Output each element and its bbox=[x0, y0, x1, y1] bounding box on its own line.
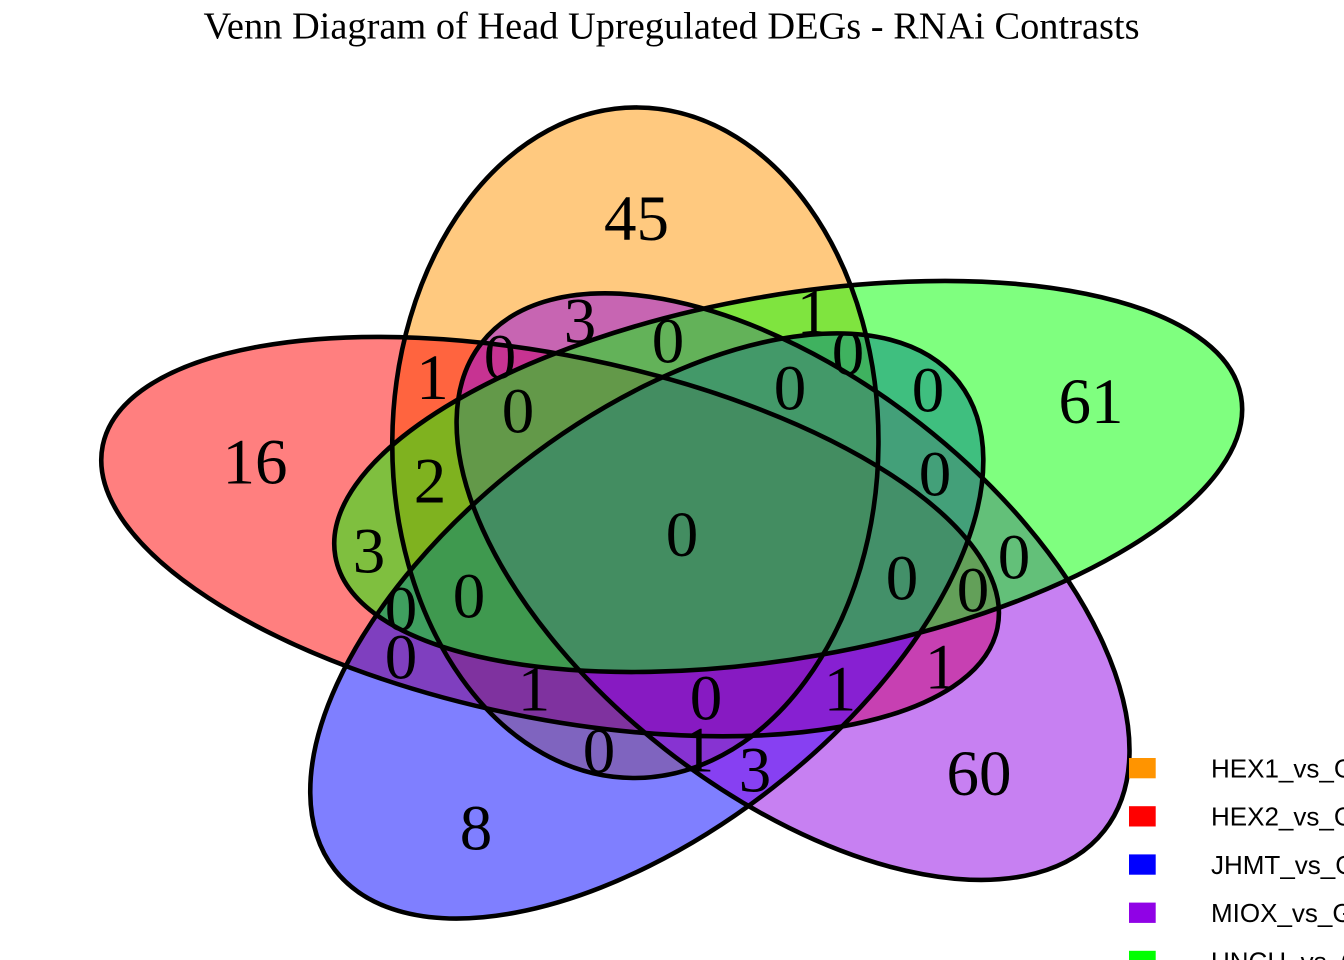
svg-text:1: 1 bbox=[925, 632, 958, 704]
svg-text:0: 0 bbox=[774, 353, 807, 425]
svg-text:1: 1 bbox=[797, 277, 830, 349]
svg-text:0: 0 bbox=[832, 318, 865, 390]
svg-text:HEX2_vs_GFP: HEX2_vs_GFP bbox=[1211, 802, 1344, 832]
svg-text:0: 0 bbox=[652, 306, 685, 378]
svg-text:0: 0 bbox=[502, 376, 535, 448]
svg-text:3: 3 bbox=[739, 735, 772, 807]
svg-text:0: 0 bbox=[385, 622, 418, 694]
svg-text:1: 1 bbox=[416, 342, 449, 414]
svg-text:0: 0 bbox=[453, 561, 486, 633]
svg-text:JHMT_vs_GFP: JHMT_vs_GFP bbox=[1211, 850, 1344, 880]
svg-text:Venn Diagram of Head Upregulat: Venn Diagram of Head Upregulated DEGs - … bbox=[203, 6, 1139, 48]
svg-text:3: 3 bbox=[353, 516, 386, 588]
svg-text:8: 8 bbox=[460, 793, 493, 865]
svg-text:UNCH_vs_GFP: UNCH_vs_GFP bbox=[1211, 946, 1344, 960]
svg-text:0: 0 bbox=[583, 716, 616, 788]
svg-text:1: 1 bbox=[518, 654, 551, 726]
svg-text:0: 0 bbox=[690, 663, 723, 735]
svg-text:45: 45 bbox=[604, 183, 669, 255]
svg-text:MIOX_vs_GFP: MIOX_vs_GFP bbox=[1211, 898, 1344, 928]
svg-text:60: 60 bbox=[947, 738, 1012, 810]
svg-text:0: 0 bbox=[912, 355, 945, 427]
svg-text:0: 0 bbox=[998, 522, 1031, 594]
svg-text:1: 1 bbox=[682, 715, 715, 787]
svg-text:16: 16 bbox=[223, 427, 288, 499]
svg-text:0: 0 bbox=[919, 439, 952, 511]
svg-text:3: 3 bbox=[564, 286, 597, 358]
svg-text:0: 0 bbox=[484, 322, 517, 394]
svg-text:0: 0 bbox=[957, 555, 990, 627]
svg-text:HEX1_vs_GFP: HEX1_vs_GFP bbox=[1211, 754, 1344, 784]
svg-text:0: 0 bbox=[385, 574, 418, 646]
svg-text:2: 2 bbox=[414, 446, 447, 518]
svg-text:0: 0 bbox=[886, 543, 919, 615]
svg-text:0: 0 bbox=[666, 499, 699, 571]
svg-text:1: 1 bbox=[824, 654, 857, 726]
svg-text:61: 61 bbox=[1059, 366, 1124, 438]
